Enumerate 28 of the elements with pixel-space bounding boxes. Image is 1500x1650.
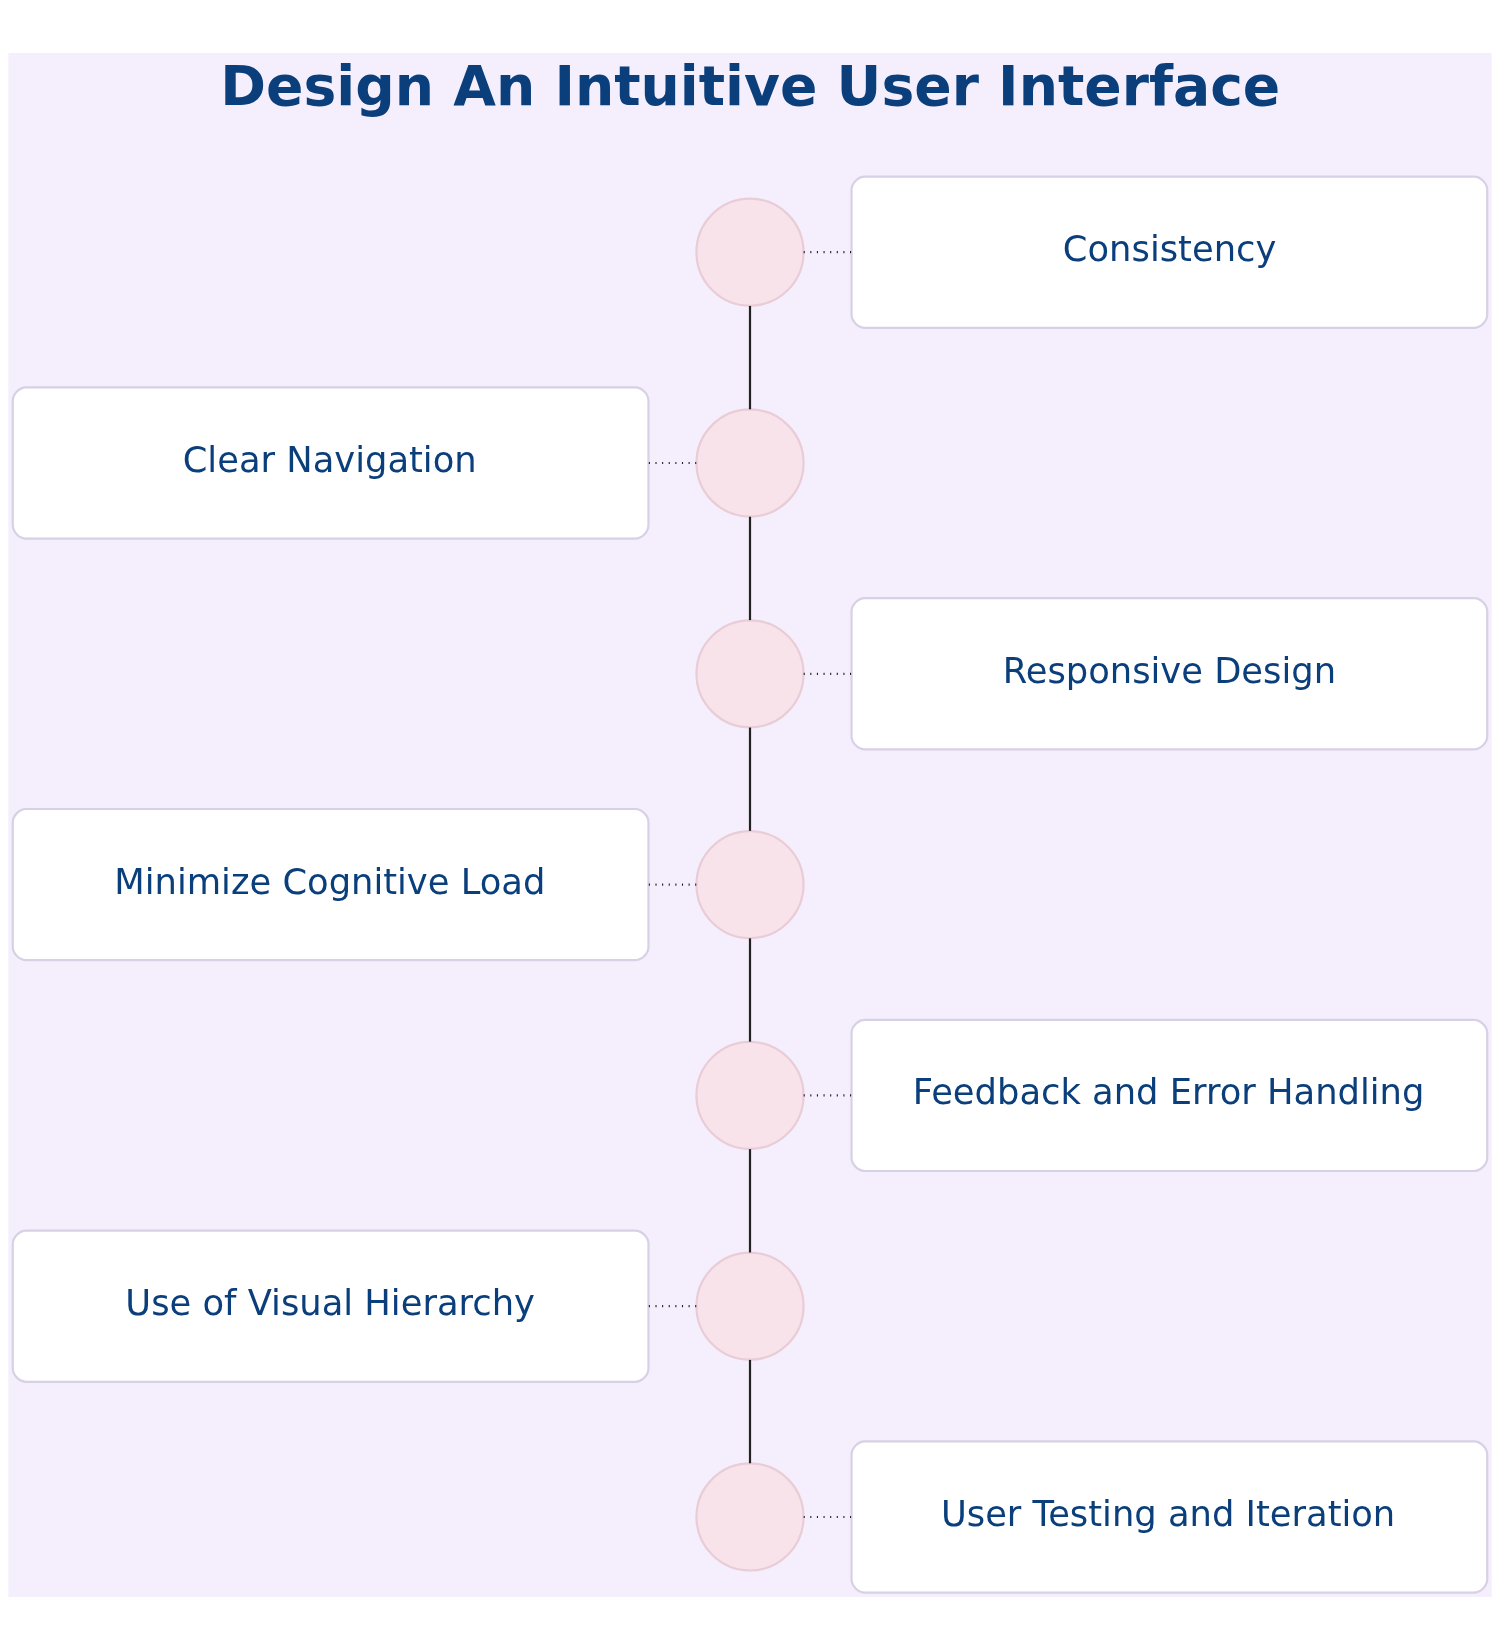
connector [748,938,752,1042]
diagram-title: Design An Intuitive User Interface [220,53,1281,118]
connector [803,251,852,254]
connector [648,883,697,886]
connector [803,672,852,675]
connector [748,1359,752,1464]
node-box: Responsive Design [850,597,1489,751]
node-box: Use of Visual Hierarchy [11,1229,650,1383]
connector [748,727,752,831]
connector [648,1305,697,1308]
connector [803,1515,852,1519]
connector [748,305,752,410]
node-circle [695,829,805,940]
node-circle [695,1462,805,1572]
node-box: Clear Navigation [11,386,650,540]
node-box: Feedback and Error Handling [850,1018,1489,1173]
node-circle [695,197,805,307]
connector [648,461,697,465]
connector [748,516,752,621]
node-box: User Testing and Iteration [850,1440,1489,1594]
node-box: Consistency [850,175,1489,329]
node-circle [695,1040,805,1151]
connector [748,1149,752,1253]
node-circle [695,619,805,729]
node-circle [695,1251,805,1361]
connector [803,1094,852,1097]
node-box: Minimize Cognitive Load [11,807,650,962]
node-circle [695,408,805,518]
